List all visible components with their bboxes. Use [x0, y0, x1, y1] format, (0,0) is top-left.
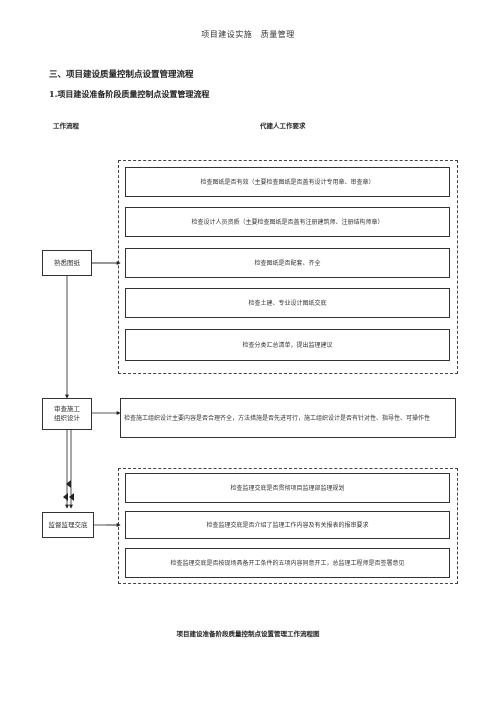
req-start-conditions: 检查监理交底是否按现场具备开工条件的五项内容同意开工，总监理工程师是否签署意见 — [125, 548, 450, 578]
arrowhead-decor-1 — [66, 480, 71, 488]
req-drawings-complete: 检查图纸是否配套、齐全 — [125, 248, 450, 278]
figure-caption: 项目建设准备阶段质量控制点设置管理工作流程图 — [176, 630, 320, 638]
req-construction-design-check: 检查施工组织设计主要内容是否合理齐全，方法措施是否先进可行，施工组织设计是否有针… — [120, 398, 456, 438]
node-review-construction-design: 审查施工 组织设计 — [42, 398, 92, 430]
arrowhead-decor-3 — [69, 493, 74, 501]
arrowhead-decor-2 — [63, 493, 68, 501]
section-heading: 三、项目建设质量控制点设置管理流程 — [49, 70, 194, 80]
node-supervise-disclosure: 监督监理交底 — [42, 512, 94, 538]
requirements-group-drawings — [118, 160, 458, 374]
node-review-drawings: 熟悉图纸 — [42, 250, 92, 276]
req-summary-suggestions: 检查分类汇总清单，提出监理建议 — [125, 329, 450, 361]
req-supervision-plan: 检查监理交底是否贯彻项目监理部监理规划 — [125, 473, 450, 503]
req-designer-qualification: 检查设计人员资质（主要检查图纸是否盖有注册建筑师、注册结构师章） — [125, 207, 450, 237]
req-supervision-content: 检查监理交底是否介绍了监理工作内容及有关报表的报审要求 — [125, 511, 450, 539]
column-label-workflow: 工作流程 — [53, 122, 79, 130]
page-header: 项目建设实施 质量管理 — [201, 30, 295, 39]
req-drawings-valid: 检查图纸是否有效（主要检查图纸是否盖有设计专用章、审查章） — [125, 167, 450, 197]
req-design-disclosure: 检查土建、专业设计图纸交底 — [125, 288, 450, 318]
column-label-requirements: 代建人工作要求 — [260, 122, 306, 130]
subsection-heading: 1.项目建设准备阶段质量控制点设置管理流程 — [49, 89, 210, 99]
